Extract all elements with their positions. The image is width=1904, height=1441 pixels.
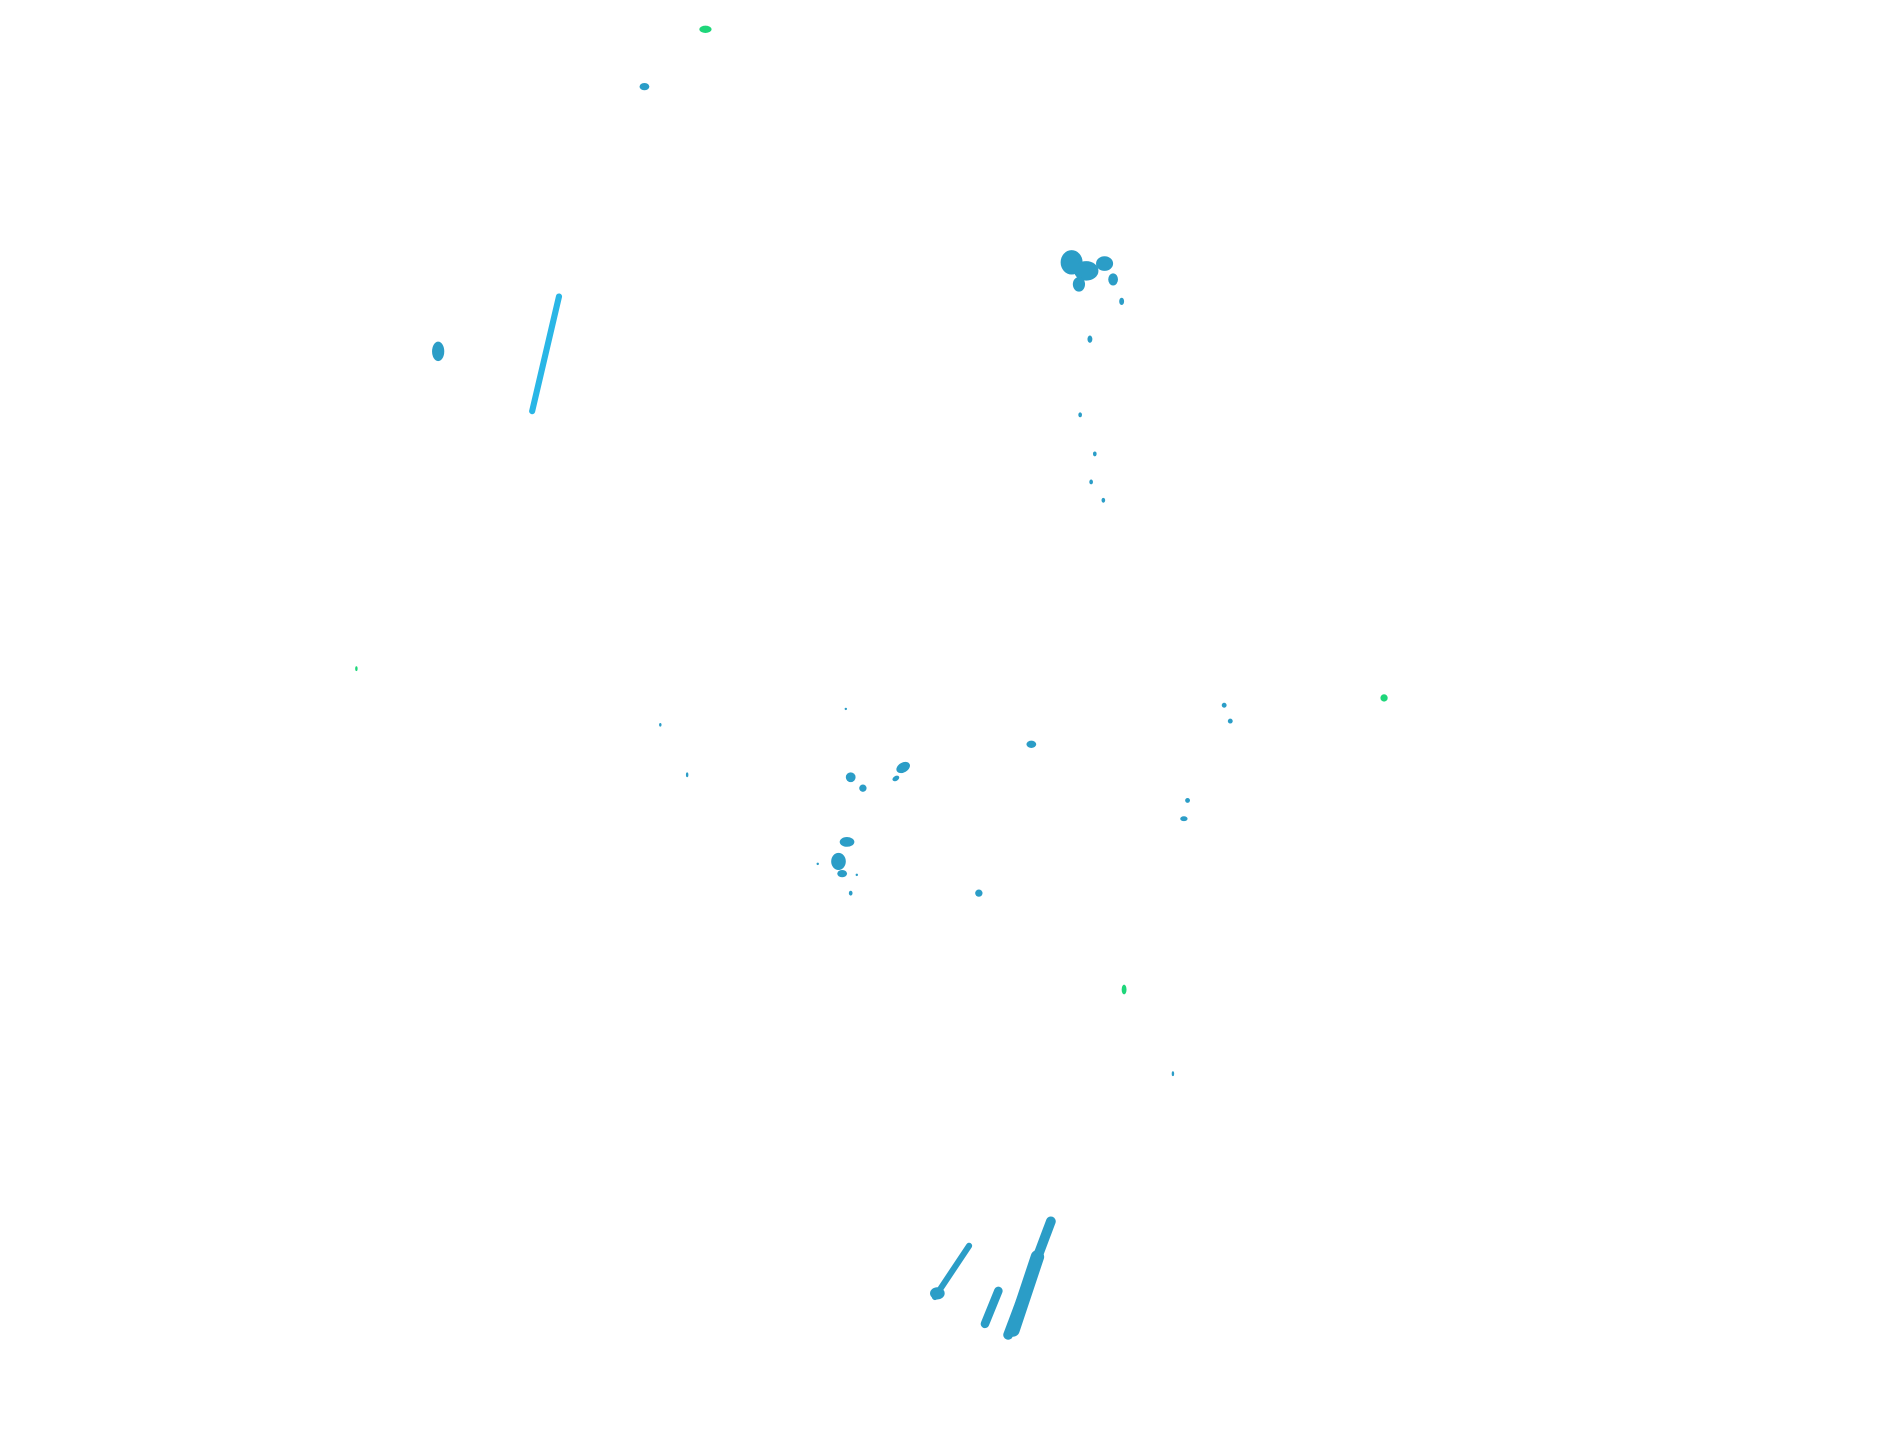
point-cluster xyxy=(816,862,819,866)
point-cluster xyxy=(1078,412,1082,418)
point-cluster xyxy=(1072,276,1086,292)
point-cluster xyxy=(1087,335,1093,343)
point-cluster xyxy=(432,341,445,362)
point-cluster xyxy=(845,772,856,783)
point-cluster xyxy=(685,772,689,778)
point-cluster xyxy=(1180,816,1188,822)
point-cluster xyxy=(896,761,910,774)
point-cluster xyxy=(1089,479,1093,485)
point-cluster xyxy=(1227,718,1233,724)
point-cluster xyxy=(855,873,859,877)
point-cluster xyxy=(1221,702,1227,708)
green-cluster xyxy=(355,666,358,672)
point-cluster xyxy=(975,889,983,897)
light-streak xyxy=(529,293,563,415)
point-cluster xyxy=(639,82,650,91)
point-cluster xyxy=(659,722,662,727)
point-cluster xyxy=(1119,297,1125,306)
point-streak xyxy=(980,1286,1003,1329)
point-cluster xyxy=(859,784,867,792)
point-cluster xyxy=(1096,256,1114,271)
point-cluster xyxy=(892,775,900,782)
point-cluster xyxy=(1092,451,1097,457)
point-cluster xyxy=(1171,1071,1175,1077)
green-cluster xyxy=(1380,694,1388,702)
point-cluster xyxy=(839,837,855,847)
green-cluster xyxy=(699,25,712,33)
point-streak xyxy=(1006,1250,1045,1337)
point-cluster xyxy=(1026,740,1037,748)
point-cluster xyxy=(837,869,848,878)
point-cluster xyxy=(1185,797,1190,803)
point-cluster xyxy=(1074,261,1099,281)
point-cluster xyxy=(1108,273,1118,286)
green-cluster xyxy=(1121,984,1127,995)
point-cluster xyxy=(848,890,853,896)
point-cloud xyxy=(355,25,1388,1340)
point-cluster xyxy=(831,852,846,870)
point-cluster xyxy=(1101,497,1106,503)
point-cluster xyxy=(930,1287,945,1300)
point-cluster xyxy=(844,707,848,711)
